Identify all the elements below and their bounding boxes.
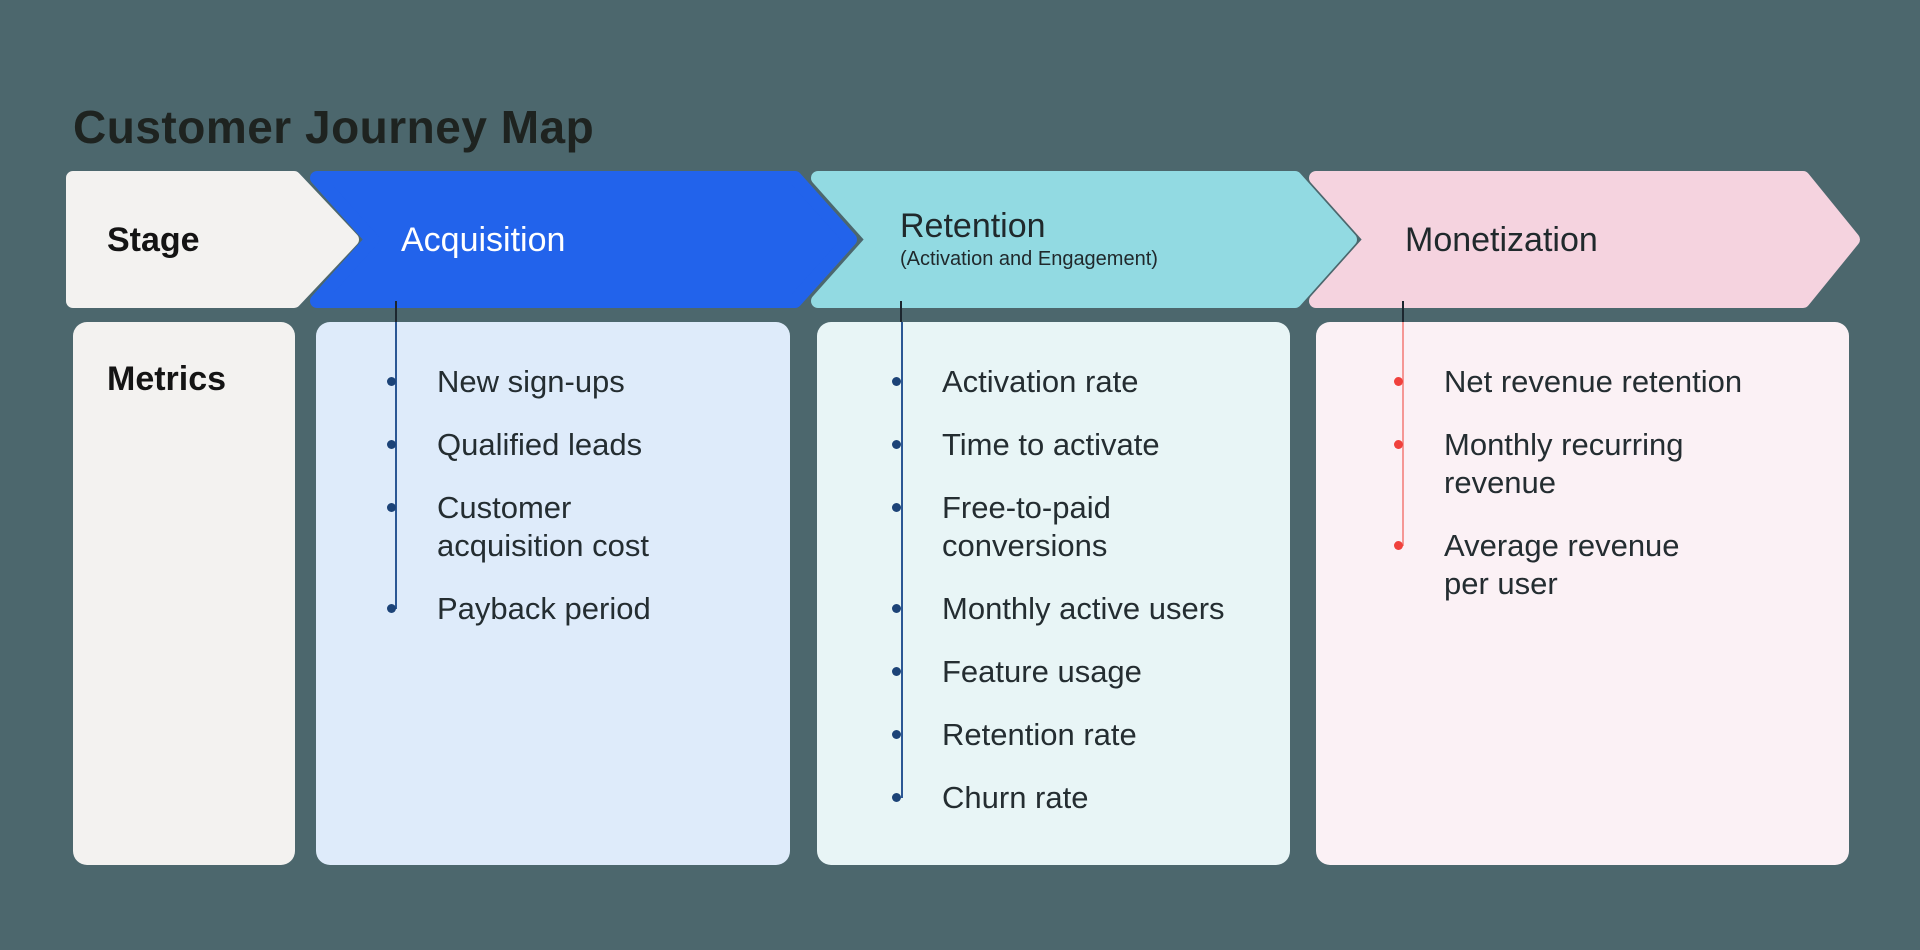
bullet-dot-icon <box>892 377 901 386</box>
page-title: Customer Journey Map <box>73 101 595 153</box>
bullet-dot-icon <box>892 604 901 613</box>
retention-timeline-rail <box>901 322 903 798</box>
retention-connector-stem <box>900 301 902 322</box>
bullet-dot-icon <box>892 730 901 739</box>
metric-item: Average revenue per user <box>1316 527 1849 603</box>
stage-arrow-shape <box>66 171 359 308</box>
acquisition-label-text: Acquisition <box>401 220 566 259</box>
metric-item-text: New sign-ups <box>437 364 625 399</box>
monetization-arrow-shape <box>1309 171 1860 308</box>
metrics-row-label: Metrics <box>107 360 227 398</box>
monetization-metric-list: Net revenue retention Monthly recurring … <box>1316 363 1849 603</box>
monetization-connector-stem <box>1402 301 1404 322</box>
metric-item: Net revenue retention <box>1316 363 1849 401</box>
stage-label-monetization: Monetization <box>1405 178 1598 301</box>
metric-item: Activation rate <box>817 363 1290 401</box>
bullet-dot-icon <box>892 667 901 676</box>
metric-item-text: Time to activate <box>942 427 1160 462</box>
metric-item: Free-to-paid conversions <box>817 489 1290 565</box>
acquisition-metric-list: New sign-ups Qualified leads Customer ac… <box>316 363 790 628</box>
retention-arrow-shape <box>811 171 1357 308</box>
stage-row-label: Stage <box>107 178 200 301</box>
metrics-row-label-card: Metrics <box>73 322 295 865</box>
metric-item: Feature usage <box>817 653 1290 691</box>
metric-item: Time to activate <box>817 426 1290 464</box>
retention-label-text: Retention <box>900 207 1046 245</box>
metric-item-text: Activation rate <box>942 364 1139 399</box>
bullet-dot-icon <box>892 503 901 512</box>
monetization-metrics-card: Net revenue retention Monthly recurring … <box>1316 322 1849 865</box>
acquisition-connector-stem <box>395 301 397 322</box>
bullet-dot-icon <box>1394 541 1403 550</box>
metric-item: Retention rate <box>817 716 1290 754</box>
bullet-dot-icon <box>387 440 396 449</box>
metric-item: Qualified leads <box>316 426 790 464</box>
metric-item: Monthly recurring revenue <box>1316 426 1849 502</box>
metric-item: Churn rate <box>817 779 1290 817</box>
retention-sublabel-text: (Activation and Engagement) <box>900 248 1158 270</box>
acquisition-arrow-shape <box>310 171 857 308</box>
bullet-dot-icon <box>387 377 396 386</box>
metric-item-text: Qualified leads <box>437 427 643 462</box>
metric-item-text: Net revenue retention <box>1444 364 1743 399</box>
metric-item-text: Churn rate <box>942 780 1089 815</box>
metric-item-text: Monthly recurring revenue <box>1444 427 1684 500</box>
metric-item: Payback period <box>316 590 790 628</box>
bullet-dot-icon <box>892 793 901 802</box>
stage-label-acquisition: Acquisition <box>401 178 565 301</box>
monetization-label-text: Monetization <box>1405 220 1598 259</box>
retention-metric-list: Activation rate Time to activate Free-to… <box>817 363 1290 817</box>
metric-item-text: Payback period <box>437 591 651 626</box>
metric-item-text: Retention rate <box>942 717 1137 752</box>
bullet-dot-icon <box>387 503 396 512</box>
metric-item-text: Customer acquisition cost <box>437 490 649 563</box>
metric-item-text: Monthly active users <box>942 591 1225 626</box>
bullet-dot-icon <box>892 440 901 449</box>
metric-item-text: Free-to-paid conversions <box>942 490 1111 563</box>
bullet-dot-icon <box>1394 377 1403 386</box>
metric-item-text: Average revenue per user <box>1444 528 1680 601</box>
monetization-timeline-rail <box>1402 322 1404 546</box>
metric-item: New sign-ups <box>316 363 790 401</box>
metric-item: Monthly active users <box>817 590 1290 628</box>
stage-row-label-text: Stage <box>107 220 200 259</box>
bullet-dot-icon <box>387 604 396 613</box>
acquisition-timeline-rail <box>395 322 397 609</box>
acquisition-metrics-card: New sign-ups Qualified leads Customer ac… <box>316 322 790 865</box>
stage-label-retention: Retention (Activation and Engagement) <box>900 178 1158 301</box>
retention-metrics-card: Activation rate Time to activate Free-to… <box>817 322 1290 865</box>
bullet-dot-icon <box>1394 440 1403 449</box>
metric-item: Customer acquisition cost <box>316 489 790 565</box>
metric-item-text: Feature usage <box>942 654 1142 689</box>
